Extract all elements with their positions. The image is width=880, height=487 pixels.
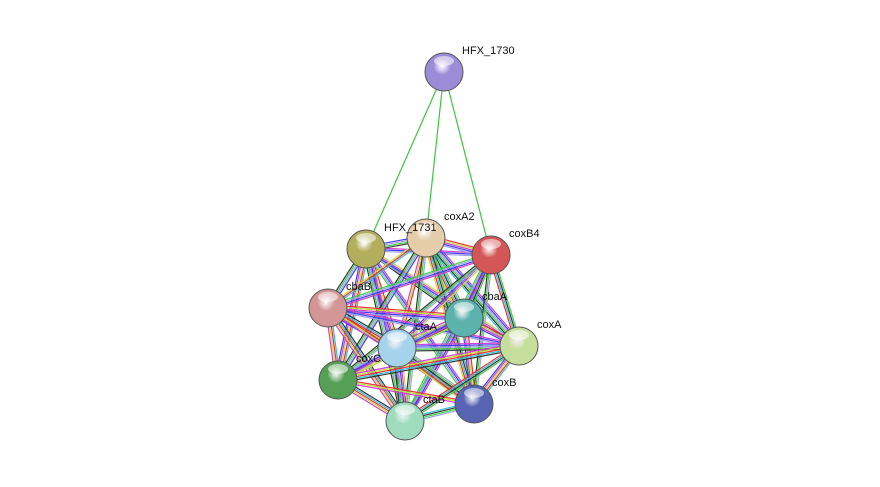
edge-evidence-line: [425, 71, 445, 239]
edge-evidence-line: [327, 237, 427, 309]
node-label: coxB4: [509, 228, 540, 240]
edge-evidence-line: [338, 377, 475, 404]
edge-evidence-line: [396, 342, 519, 346]
node-highlight: [328, 364, 348, 374]
edge-evidence-line: [327, 307, 465, 319]
edge-evidence-line: [364, 249, 474, 405]
node-label: cbaB: [346, 281, 371, 293]
edge-evidence-line: [404, 344, 519, 421]
edge-evidence-line: [328, 305, 520, 346]
node-highlight: [481, 239, 501, 249]
node-label: coxA2: [444, 211, 475, 223]
edge-evidence-line: [405, 347, 521, 424]
node-highlight: [387, 332, 407, 342]
edge-evidence-line: [337, 342, 519, 378]
edge-evidence-line: [328, 255, 492, 310]
node-label: HFX_1730: [462, 45, 515, 57]
edge-evidence-line: [328, 306, 407, 421]
node-ctaA[interactable]: [377, 328, 417, 368]
node-label: cbaA: [482, 291, 508, 303]
node-label: coxB: [492, 377, 516, 389]
edge-cbaB-coxA[interactable]: [327, 305, 520, 349]
edge-evidence-line: [365, 71, 445, 250]
edge-evidence-line: [328, 256, 492, 311]
edge-evidence-line: [338, 346, 520, 383]
node-HFX_1730[interactable]: [424, 52, 464, 92]
edge-evidence-line: [335, 236, 425, 380]
edge-coxB4-cbaB[interactable]: [327, 252, 492, 311]
edge-evidence-line: [396, 343, 519, 348]
edge-evidence-line: [337, 345, 520, 381]
nodes-layer: [308, 52, 539, 441]
node-coxB[interactable]: [454, 384, 494, 424]
edge-coxA-coxC[interactable]: [337, 342, 520, 384]
edge-coxA2-cbaB[interactable]: [326, 236, 428, 310]
edge-evidence-line: [338, 238, 428, 381]
edge-evidence-line: [397, 255, 493, 350]
node-highlight: [416, 222, 436, 232]
edge-evidence-line: [337, 379, 475, 405]
node-label: ctaB: [423, 394, 445, 406]
edge-evidence-line: [338, 255, 493, 382]
edge-HFX_1730-coxB4[interactable]: [443, 71, 492, 256]
node-cbaB[interactable]: [308, 288, 348, 328]
node-highlight: [509, 330, 529, 340]
node-highlight: [434, 56, 454, 66]
node-highlight: [356, 233, 376, 243]
node-highlight: [395, 405, 415, 415]
node-coxA2[interactable]: [406, 218, 446, 258]
node-label: coxC: [356, 353, 381, 365]
edge-HFX_1730-coxA2[interactable]: [425, 71, 445, 239]
edge-evidence-line: [406, 318, 467, 423]
node-label: ctaA: [415, 321, 438, 333]
edge-HFX_1730-HFX_1731[interactable]: [365, 71, 445, 250]
edge-evidence-line: [443, 71, 492, 256]
node-highlight: [454, 302, 474, 312]
edge-evidence-line: [327, 308, 519, 349]
node-label: coxA: [537, 319, 562, 331]
edge-evidence-line: [337, 343, 519, 380]
edge-evidence-line: [327, 253, 491, 308]
edge-evidence-line: [338, 348, 520, 384]
node-HFX_1731[interactable]: [346, 229, 386, 269]
node-highlight: [464, 388, 484, 398]
edge-evidence-line: [327, 252, 491, 307]
edge-evidence-line: [328, 305, 465, 318]
node-coxB4[interactable]: [471, 235, 511, 275]
node-highlight: [318, 292, 338, 302]
edge-evidence-line: [403, 343, 519, 420]
edge-evidence-line: [327, 307, 520, 347]
edge-evidence-line: [405, 318, 466, 422]
edge-coxC-coxB[interactable]: [337, 377, 475, 407]
edge-evidence-line: [405, 346, 520, 423]
edge-evidence-line: [328, 238, 428, 310]
node-coxA[interactable]: [499, 326, 539, 366]
node-coxC[interactable]: [318, 360, 358, 400]
node-label: HFX_1731: [384, 222, 437, 234]
edge-evidence-line: [326, 236, 426, 308]
node-cbaA[interactable]: [444, 298, 484, 338]
edge-evidence-line: [337, 380, 474, 407]
edge-evidence-line: [328, 304, 465, 316]
node-ctaB[interactable]: [385, 401, 425, 441]
edge-coxA-ctaB[interactable]: [403, 343, 521, 424]
